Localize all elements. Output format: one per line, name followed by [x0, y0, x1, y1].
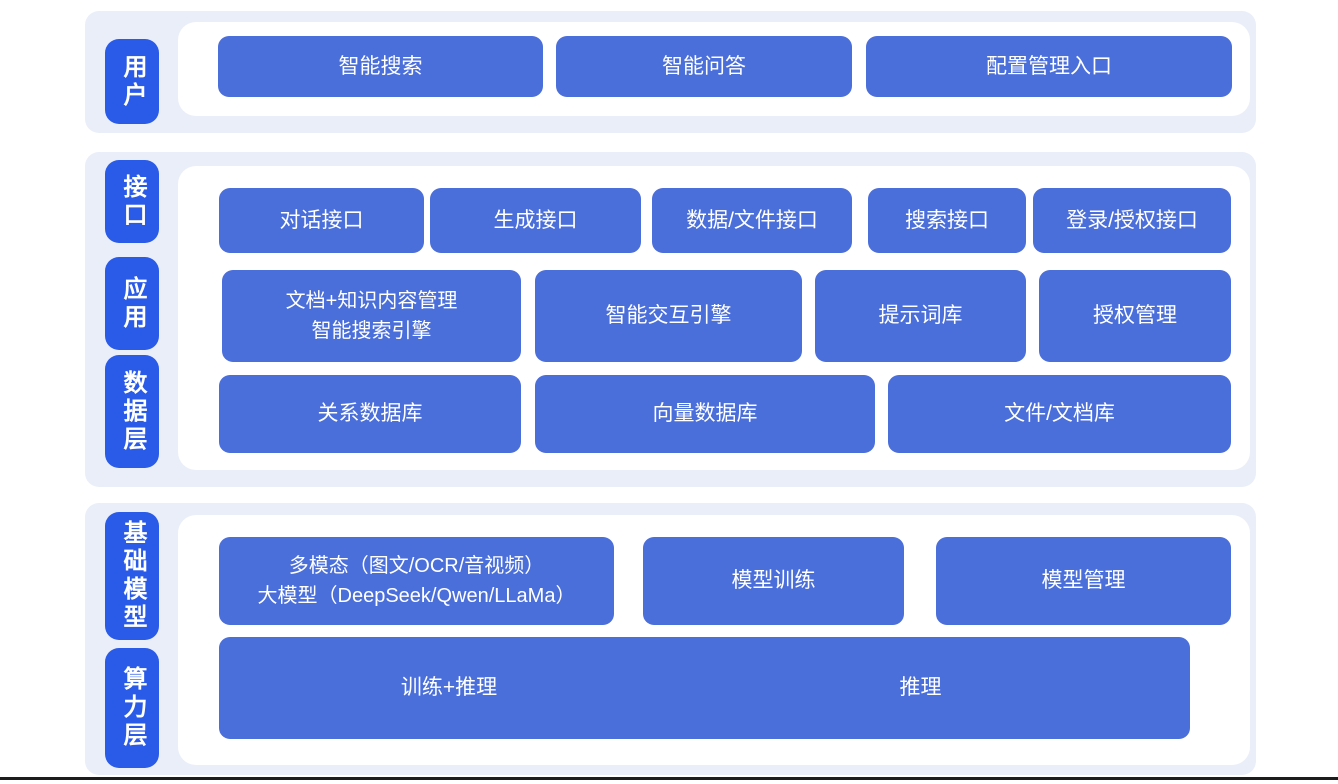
layer-tab-application: 应用	[105, 257, 159, 350]
block-model-training: 模型训练	[643, 537, 904, 625]
block-login-auth-api: 登录/授权接口	[1033, 188, 1231, 253]
layer-tab-user-label: 用户	[119, 53, 146, 110]
row-user-entries: 智能搜索 智能问答 配置管理入口	[178, 36, 1250, 97]
block-doc-knowledge-search-engine: 文档+知识内容管理 智能搜索引擎	[222, 270, 521, 362]
layer-tab-user: 用户	[105, 39, 159, 124]
layer-tab-data: 数据层	[105, 355, 159, 468]
block-search-api: 搜索接口	[868, 188, 1026, 253]
row-application-engines: 文档+知识内容管理 智能搜索引擎 智能交互引擎 提示词库 授权管理	[178, 270, 1250, 362]
content-card-platform: 对话接口 生成接口 数据/文件接口 搜索接口 登录/授权接口 文档+知识内容管理…	[178, 166, 1250, 470]
block-relational-db: 关系数据库	[219, 375, 521, 453]
layer-tab-application-label: 应用	[119, 275, 146, 332]
block-config-management-entry: 配置管理入口	[866, 36, 1232, 97]
row-compute-resources: 训练+推理 推理	[178, 637, 1250, 739]
block-prompt-library: 提示词库	[815, 270, 1026, 362]
layer-tab-data-label: 数据层	[119, 369, 146, 454]
block-auth-management: 授权管理	[1039, 270, 1231, 362]
block-vector-db: 向量数据库	[535, 375, 875, 453]
block-multimodal-llm: 多模态（图文/OCR/音视频） 大模型（DeepSeek/Qwen/LLaMa）	[219, 537, 614, 625]
block-interaction-engine: 智能交互引擎	[535, 270, 802, 362]
row-data-stores: 关系数据库 向量数据库 文件/文档库	[178, 375, 1250, 453]
row-foundation-models: 多模态（图文/OCR/音视频） 大模型（DeepSeek/Qwen/LLaMa）…	[178, 537, 1250, 625]
layer-tab-interface: 接口	[105, 160, 159, 243]
layer-tab-compute: 算力层	[105, 648, 159, 768]
block-dialog-api: 对话接口	[219, 188, 424, 253]
layer-band-foundation: 基础模型 算力层 多模态（图文/OCR/音视频） 大模型（DeepSeek/Qw…	[85, 503, 1256, 775]
bottom-divider-line	[0, 777, 1338, 780]
block-model-management: 模型管理	[936, 537, 1231, 625]
layer-band-user: 用户 智能搜索 智能问答 配置管理入口	[85, 11, 1256, 133]
content-card-foundation: 多模态（图文/OCR/音视频） 大模型（DeepSeek/Qwen/LLaMa）…	[178, 515, 1250, 765]
block-smart-search: 智能搜索	[218, 36, 543, 97]
block-training-inference: 训练+推理	[219, 637, 679, 739]
block-smart-qa: 智能问答	[556, 36, 852, 97]
block-inference: 推理	[651, 637, 1190, 739]
block-generation-api: 生成接口	[430, 188, 641, 253]
layer-tab-interface-label: 接口	[119, 173, 146, 230]
content-card-user: 智能搜索 智能问答 配置管理入口	[178, 22, 1250, 116]
block-data-file-api: 数据/文件接口	[652, 188, 852, 253]
block-file-doc-store: 文件/文档库	[888, 375, 1231, 453]
layer-band-platform: 接口 应用 数据层 对话接口 生成接口 数据/文件接口 搜索接口 登录/授权接口…	[85, 152, 1256, 487]
layer-tab-foundation-model: 基础模型	[105, 512, 159, 640]
row-interface-apis: 对话接口 生成接口 数据/文件接口 搜索接口 登录/授权接口	[178, 188, 1250, 253]
layer-tab-foundation-model-label: 基础模型	[119, 520, 146, 632]
layer-tab-compute-label: 算力层	[119, 666, 146, 750]
